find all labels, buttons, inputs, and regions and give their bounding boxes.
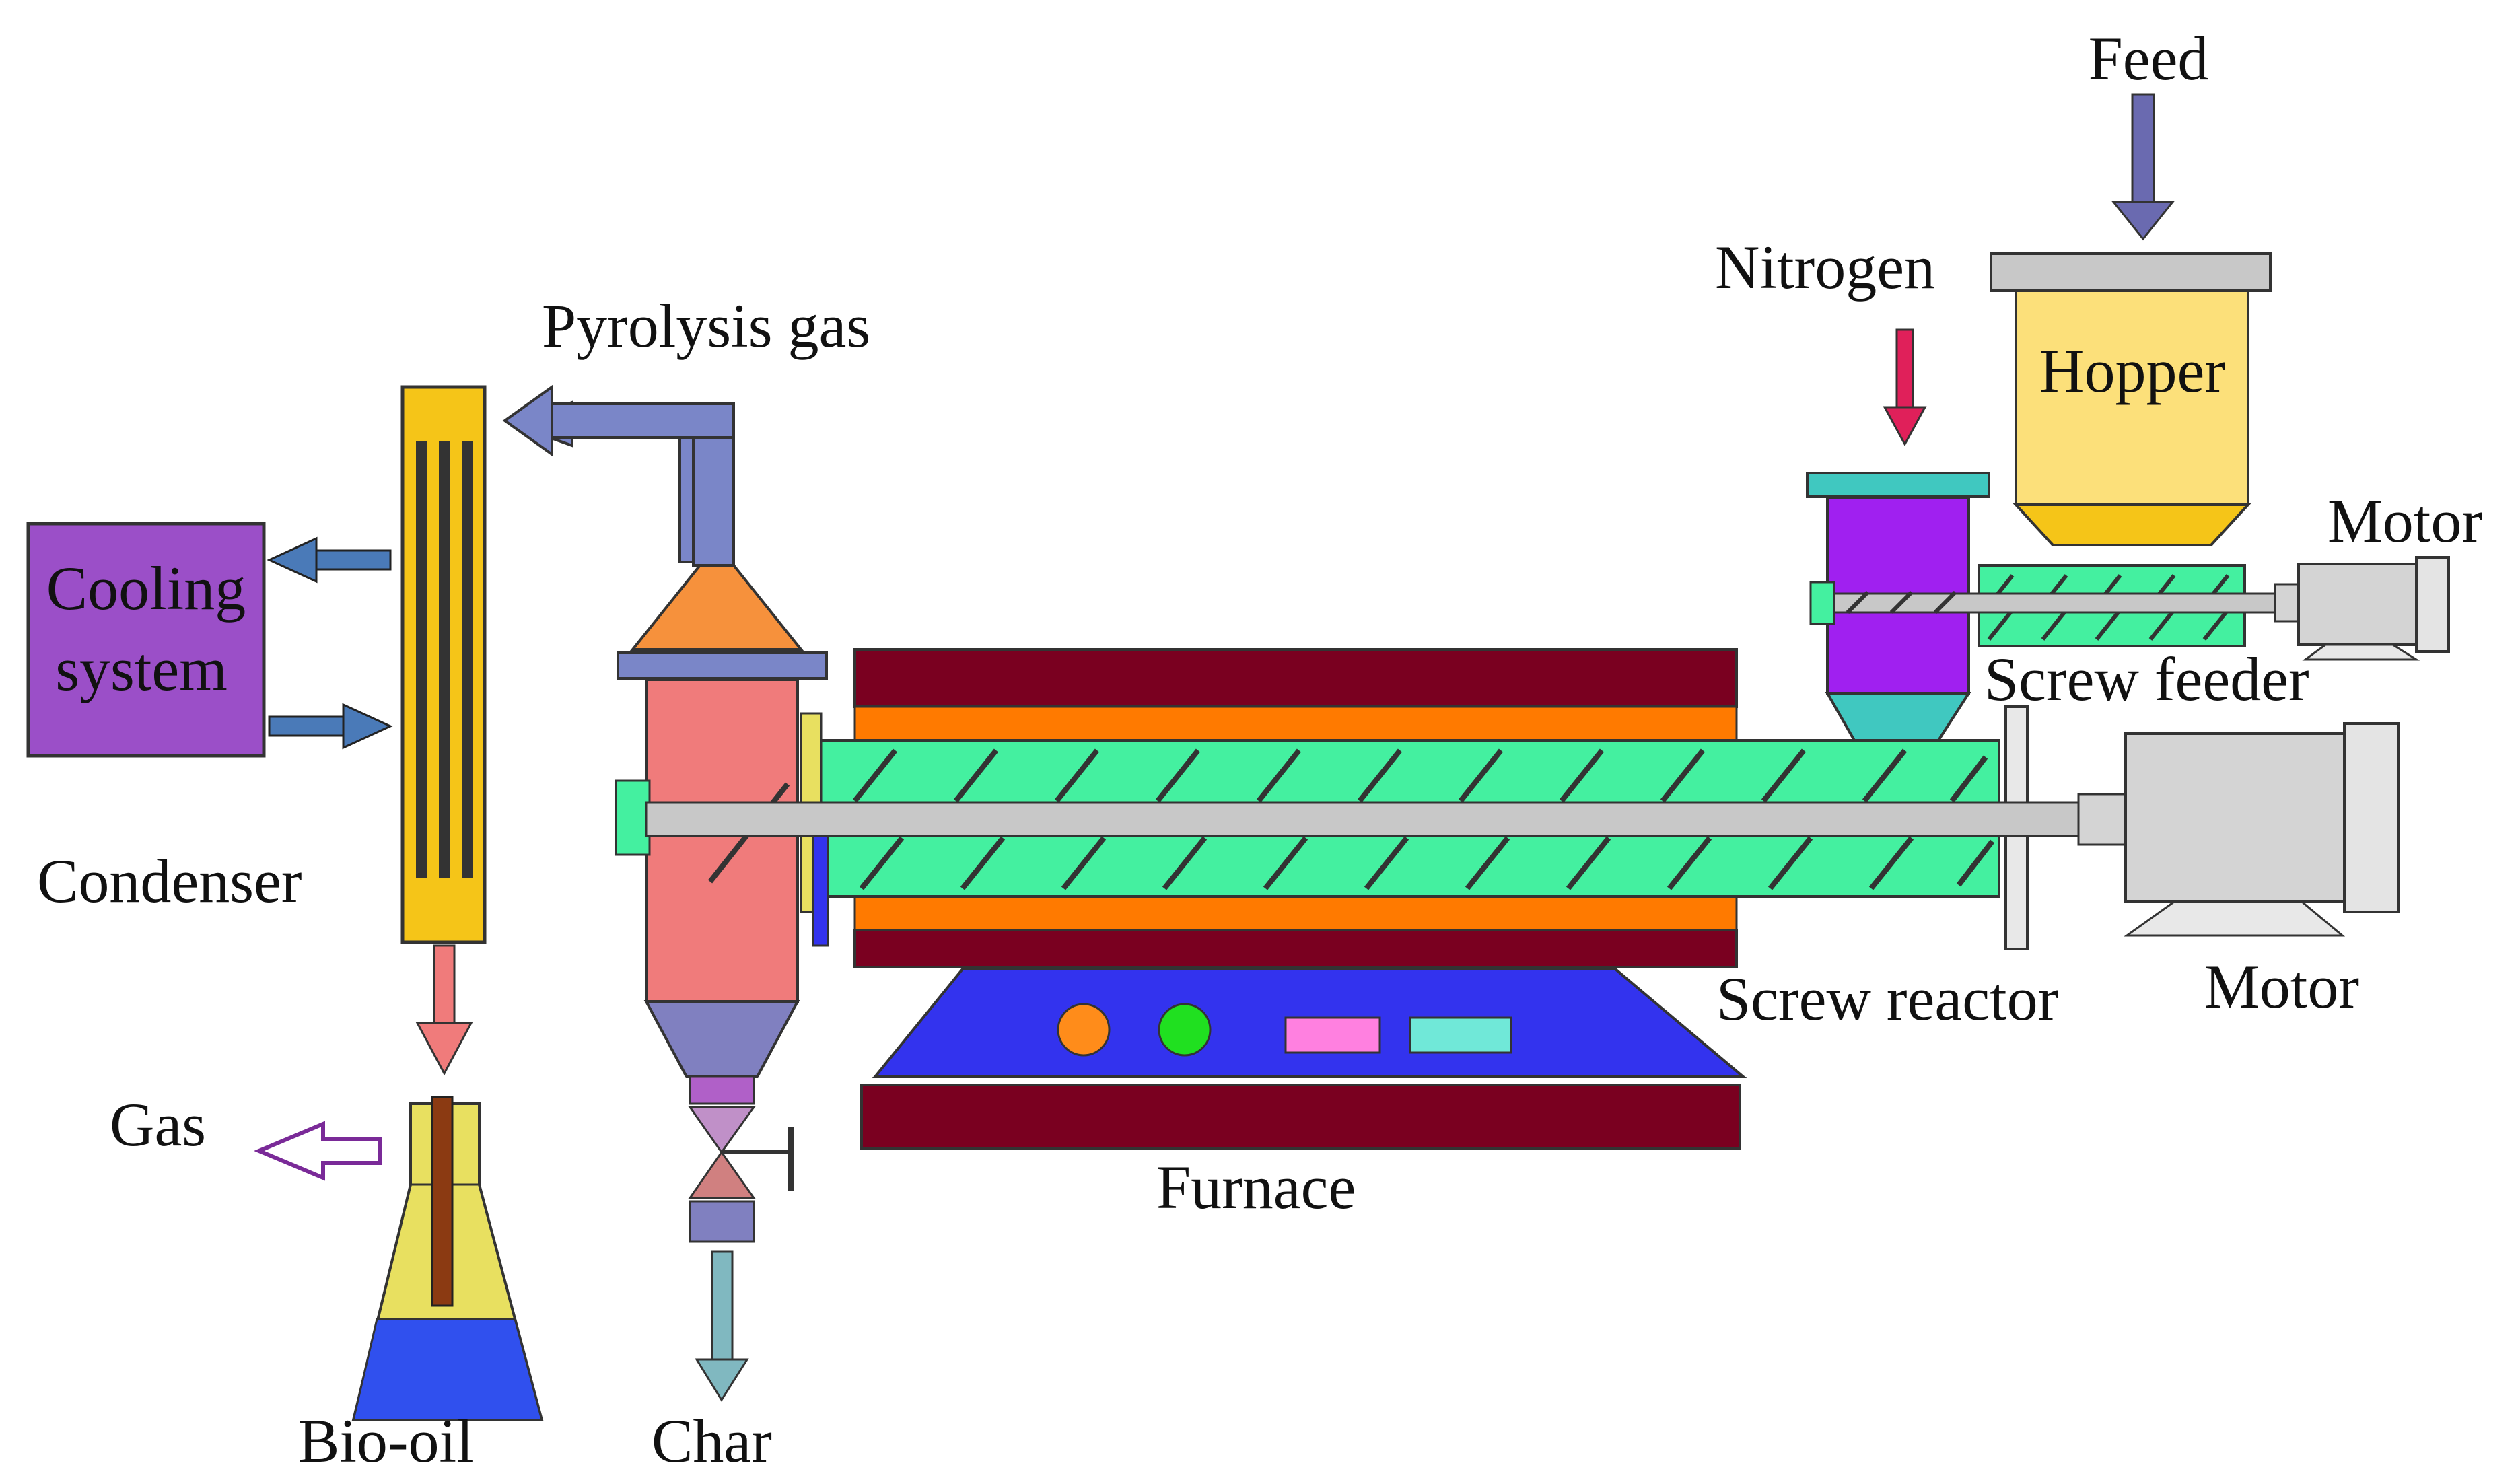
separator-cone <box>643 1000 800 1078</box>
furnace-display-pink <box>1284 1016 1381 1054</box>
furnace-indicator-green <box>1158 1003 1212 1057</box>
bio-oil-label: Bio-oil <box>298 1407 474 1475</box>
furnace-bottom-heater <box>853 895 1738 931</box>
furnace-stand <box>860 1084 1741 1150</box>
cooling-system-box <box>26 522 266 758</box>
char-valve <box>688 1106 756 1154</box>
furnace-bottom-shell <box>853 929 1738 968</box>
separator-body <box>645 678 799 1003</box>
nitrogen-cap <box>1806 472 1990 498</box>
char-outlet-arrow <box>695 1250 749 1402</box>
condensate-arrow <box>415 944 473 1076</box>
furnace-label: Furnace <box>1156 1153 1356 1222</box>
hopper <box>1990 252 2272 546</box>
reactor-motor-body <box>2124 732 2346 903</box>
pyrolysis-gas-label: Pyrolysis gas <box>542 291 870 360</box>
bio-oil-flask <box>351 1096 544 1421</box>
feed-label: Feed <box>2089 24 2209 93</box>
coolant-return-arrow <box>267 536 392 584</box>
screw-feeder-label: Screw feeder <box>1984 645 2309 713</box>
furnace <box>853 648 1747 1150</box>
hopper-label: Hopper <box>2039 337 2225 405</box>
separator-top-cone <box>629 564 804 651</box>
condenser-label: Condenser <box>37 847 302 915</box>
feeder-motor-body <box>2297 563 2418 646</box>
screw-reactor-label: Screw reactor <box>1716 964 2058 1033</box>
reactor-motor <box>2077 722 2400 937</box>
furnace-top-heater <box>853 705 1738 742</box>
nitrogen-label: Nitrogen <box>1715 233 1935 302</box>
cooling-system-label-line2: system <box>55 635 228 703</box>
furnace-top-shell <box>853 648 1738 708</box>
furnace-indicator-orange <box>1057 1003 1111 1057</box>
nitrogen-arrow <box>1883 328 1927 447</box>
hopper-cone <box>2013 503 2251 546</box>
hopper-lid <box>1990 252 2272 292</box>
gas-label: Gas <box>110 1090 206 1159</box>
screw-feeder <box>1809 564 2283 647</box>
feeder-motor <box>2274 556 2450 661</box>
screw-reactor <box>615 705 2081 950</box>
char-label: Char <box>652 1407 772 1475</box>
flask-tube <box>431 1096 454 1307</box>
feed-arrow <box>2111 93 2175 241</box>
gas-outlet-arrow <box>254 1121 382 1181</box>
condenser <box>400 385 487 944</box>
cooling-system: Cooling system <box>26 522 266 758</box>
cooling-system-label-line1: Cooling <box>46 554 246 623</box>
furnace-display-cyan <box>1409 1016 1512 1054</box>
char-separator <box>617 564 828 1243</box>
hopper-body <box>2015 289 2249 506</box>
separator-flange <box>617 651 828 680</box>
motor-top-label: Motor <box>2328 487 2482 555</box>
pyrolysis-gas-pipe <box>502 384 735 567</box>
motor-bottom-label: Motor <box>2204 952 2359 1021</box>
coolant-supply-arrow <box>268 703 393 750</box>
reactor-shaft <box>645 801 2081 837</box>
